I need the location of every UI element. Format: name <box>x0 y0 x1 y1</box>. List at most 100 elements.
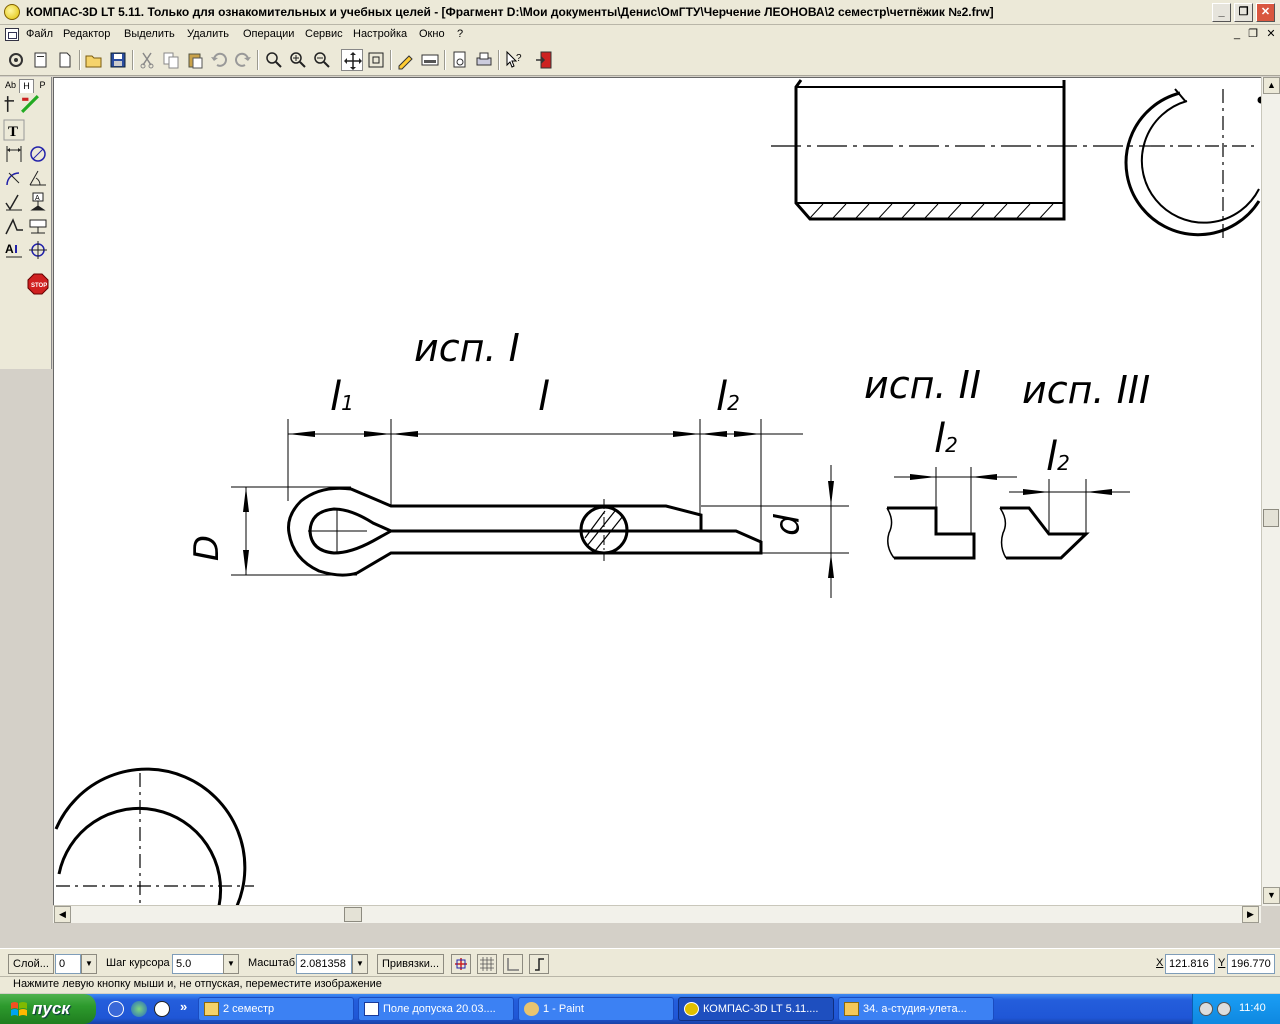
regenerate-icon[interactable] <box>395 49 417 71</box>
svg-text:A: A <box>5 242 14 256</box>
scale-dropdown-icon[interactable]: ▼ <box>352 954 368 974</box>
task-player[interactable]: 34. а-студия-улета... <box>838 997 994 1021</box>
mdi-minimize-button[interactable]: _ <box>1233 28 1241 40</box>
mdi-restore-button[interactable]: ❐ <box>1248 28 1258 40</box>
base-mark-icon[interactable]: A <box>27 191 49 213</box>
cut-icon[interactable] <box>136 49 158 71</box>
scroll-down-icon[interactable]: ▼ <box>1263 887 1280 904</box>
kompas-app-icon <box>4 4 20 20</box>
minimize-button[interactable]: _ <box>1212 3 1231 22</box>
radial-dimension-icon[interactable] <box>3 167 25 189</box>
diameter-dimension-icon[interactable] <box>27 143 49 165</box>
start-button[interactable]: пуск <box>0 994 96 1024</box>
stop-icon[interactable]: STOP <box>27 273 49 295</box>
y-coordinate-field[interactable]: 196.770 <box>1227 954 1275 974</box>
kompas-icon <box>684 1002 699 1016</box>
vertical-scrollbar[interactable]: ▲ ▼ <box>1261 77 1280 906</box>
menu-help[interactable]: ? <box>457 28 464 40</box>
tab-text[interactable]: Аb <box>4 80 16 90</box>
edit-color-icon[interactable] <box>19 93 39 113</box>
menu-select[interactable]: Выделить <box>124 28 175 40</box>
task-word[interactable]: Поле допуска 20.03.... <box>358 997 514 1021</box>
layer-field[interactable]: 0 <box>55 954 81 974</box>
text-tool-icon[interactable]: T <box>3 119 25 141</box>
menu-service[interactable]: Сервис <box>305 28 343 40</box>
new-fragment-icon[interactable] <box>54 49 76 71</box>
menu-editor[interactable]: Редактор <box>63 28 111 40</box>
snap-toggle-icon[interactable] <box>451 954 471 974</box>
scale-field[interactable]: 2.081358 <box>296 954 352 974</box>
variant-3-detail <box>999 479 1130 560</box>
quicklaunch-app-icon[interactable] <box>108 1001 124 1017</box>
zoom-in-icon[interactable] <box>287 49 309 71</box>
layer-manager-icon[interactable] <box>419 49 441 71</box>
center-mark-icon[interactable] <box>27 239 49 261</box>
variant-3-l2-label: l2 <box>1046 434 1070 480</box>
tab-parameters[interactable]: P <box>39 80 46 90</box>
open-folder-icon[interactable] <box>83 49 105 71</box>
task-kompas[interactable]: КОМПАС-3D LT 5.11.... <box>678 997 834 1021</box>
layer-dropdown-icon[interactable]: ▼ <box>81 954 97 974</box>
undo-icon[interactable] <box>208 49 230 71</box>
task-paint[interactable]: 1 - Paint <box>518 997 674 1021</box>
local-cs-icon[interactable] <box>503 954 523 974</box>
scale-label: Масштаб <box>248 957 296 969</box>
preview-icon[interactable] <box>449 49 471 71</box>
tray-volume-icon[interactable] <box>1217 1002 1231 1016</box>
menu-operations[interactable]: Операции <box>243 28 295 40</box>
vertical-scroll-thumb[interactable] <box>1263 509 1279 527</box>
symbol-icon[interactable] <box>3 93 17 112</box>
scroll-left-icon[interactable]: ◀ <box>54 906 71 923</box>
redo-icon[interactable] <box>232 49 254 71</box>
close-button[interactable]: ✕ <box>1256 3 1275 22</box>
step-dropdown-icon[interactable]: ▼ <box>223 954 239 974</box>
x-coordinate-field[interactable]: 121.816 <box>1165 954 1215 974</box>
horizontal-scroll-thumb[interactable] <box>344 907 362 922</box>
context-help-icon[interactable]: ? <box>503 49 525 71</box>
menu-window[interactable]: Окно <box>419 28 445 40</box>
browser-icon[interactable] <box>131 1001 147 1017</box>
menu-settings[interactable]: Настройка <box>353 28 408 40</box>
restore-button[interactable]: ❐ <box>1234 3 1253 22</box>
scroll-up-icon[interactable]: ▲ <box>1263 77 1280 94</box>
svg-text:A: A <box>35 195 40 202</box>
taskbar: пуск » 2 семестр Поле допуска 20.03.... … <box>0 994 1280 1024</box>
exit-icon[interactable] <box>533 49 555 71</box>
new-document-icon[interactable] <box>30 49 52 71</box>
folder-icon <box>204 1002 219 1016</box>
properties-icon[interactable] <box>5 49 27 71</box>
roughness-icon[interactable] <box>3 191 25 213</box>
save-icon[interactable] <box>107 49 129 71</box>
tolerance-icon[interactable] <box>27 215 49 237</box>
drawing-canvas[interactable]: исп. I исп. II исп. III l1 l l2 l2 l2 D … <box>53 77 1261 906</box>
grid-icon[interactable] <box>477 954 497 974</box>
zoom-icon[interactable] <box>263 49 285 71</box>
dim-l-label: l <box>538 374 550 420</box>
step-field[interactable]: 5.0 <box>172 954 224 974</box>
pan-icon[interactable] <box>341 49 363 71</box>
print-icon[interactable] <box>473 49 495 71</box>
snaps-button[interactable]: Привязки... <box>377 954 445 974</box>
layer-button[interactable]: Слой... <box>8 954 54 974</box>
panda-icon[interactable] <box>154 1001 170 1017</box>
tab-dimensions[interactable]: H <box>19 79 34 93</box>
cylinder-view <box>771 79 1151 221</box>
tray-back-icon[interactable] <box>1199 1002 1213 1016</box>
linear-dimension-icon[interactable] <box>3 143 25 165</box>
zoom-out-icon[interactable] <box>311 49 333 71</box>
menu-file[interactable]: Файл <box>26 28 54 40</box>
quicklaunch-chevron[interactable]: » <box>180 999 188 1014</box>
text-label-icon[interactable]: A <box>3 239 25 261</box>
angular-dimension-icon[interactable] <box>27 167 49 189</box>
menu-delete[interactable]: Удалить <box>187 28 229 40</box>
copy-icon[interactable] <box>160 49 182 71</box>
mdi-close-button[interactable]: ✕ <box>1266 28 1276 40</box>
document-icon[interactable] <box>5 28 19 41</box>
paste-icon[interactable] <box>184 49 206 71</box>
leader-icon[interactable] <box>3 215 25 237</box>
show-all-icon[interactable] <box>365 49 387 71</box>
ortho-icon[interactable] <box>529 954 549 974</box>
scroll-right-icon[interactable]: ▶ <box>1242 906 1259 923</box>
horizontal-scrollbar[interactable]: ◀ ▶ <box>53 905 1261 923</box>
task-folder[interactable]: 2 семестр <box>198 997 354 1021</box>
